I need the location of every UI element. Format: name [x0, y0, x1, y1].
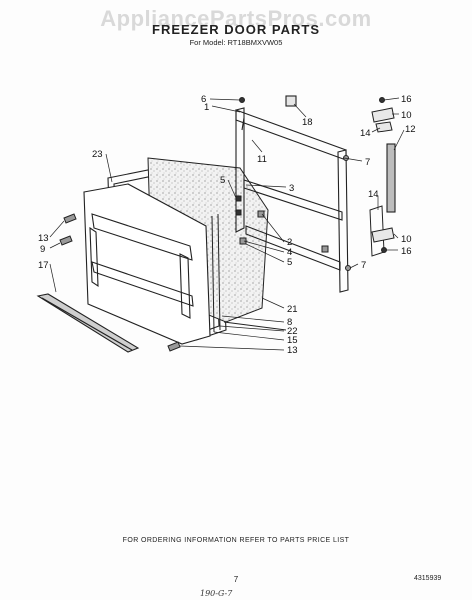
- callout-15: 15: [287, 335, 298, 346]
- lower-hinge-bracket: [369, 205, 395, 257]
- callout-1: 1: [204, 102, 209, 113]
- callout-2: 2: [287, 237, 292, 248]
- callout-11: 11: [257, 154, 267, 165]
- callout-14: 14: [360, 128, 371, 139]
- ordering-note: FOR ORDERING INFORMATION REFER TO PARTS …: [122, 537, 350, 544]
- callout-13-lower: 13: [287, 345, 298, 356]
- callout-22: 22: [287, 326, 298, 337]
- callout-10-lower: 10: [401, 234, 412, 245]
- callout-23: 23: [92, 149, 103, 160]
- callout-3: 3: [289, 183, 294, 194]
- hinge-pin-bar: [386, 143, 396, 213]
- callout-9: 9: [40, 244, 45, 255]
- callout-18: 18: [302, 117, 313, 128]
- callout-14-lower: 14: [368, 189, 379, 200]
- page-number: 7: [233, 575, 239, 584]
- callout-16-lower: 16: [401, 246, 412, 257]
- callout-5: 5: [220, 175, 225, 186]
- callout-12: 12: [405, 124, 416, 135]
- leader-lines: [49, 97, 405, 351]
- callout-5-lower: 5: [287, 257, 292, 268]
- callout-6: 6: [201, 94, 206, 105]
- page-title: FREEZER DOOR PARTS: [152, 22, 320, 37]
- upper-hinge-bracket: [371, 97, 395, 133]
- callout-7-lower: 7: [361, 260, 366, 271]
- callout-16: 16: [401, 94, 412, 105]
- handwritten-note: 190-G-7: [200, 589, 233, 598]
- document-number: 4315939: [414, 575, 442, 582]
- model-line: For Model: RT18BMXVW05: [189, 38, 283, 47]
- door-trim-strips: [211, 213, 287, 333]
- callout-7: 7: [365, 157, 370, 168]
- hardware-screws: [59, 97, 351, 352]
- callout-4: 4: [287, 247, 292, 258]
- callout-10: 10: [401, 110, 412, 121]
- callout-labels: 6 1 18 16 10 14 12 11 7 23 5 3 14 13 9 1…: [38, 94, 416, 356]
- callout-8: 8: [287, 317, 292, 328]
- callout-21: 21: [287, 304, 298, 315]
- toe-grille: [36, 293, 140, 353]
- watermark: AppliancePartsPros.com: [100, 6, 372, 31]
- callout-17: 17: [38, 260, 49, 271]
- callout-13: 13: [38, 233, 49, 244]
- door-liner: [83, 183, 211, 345]
